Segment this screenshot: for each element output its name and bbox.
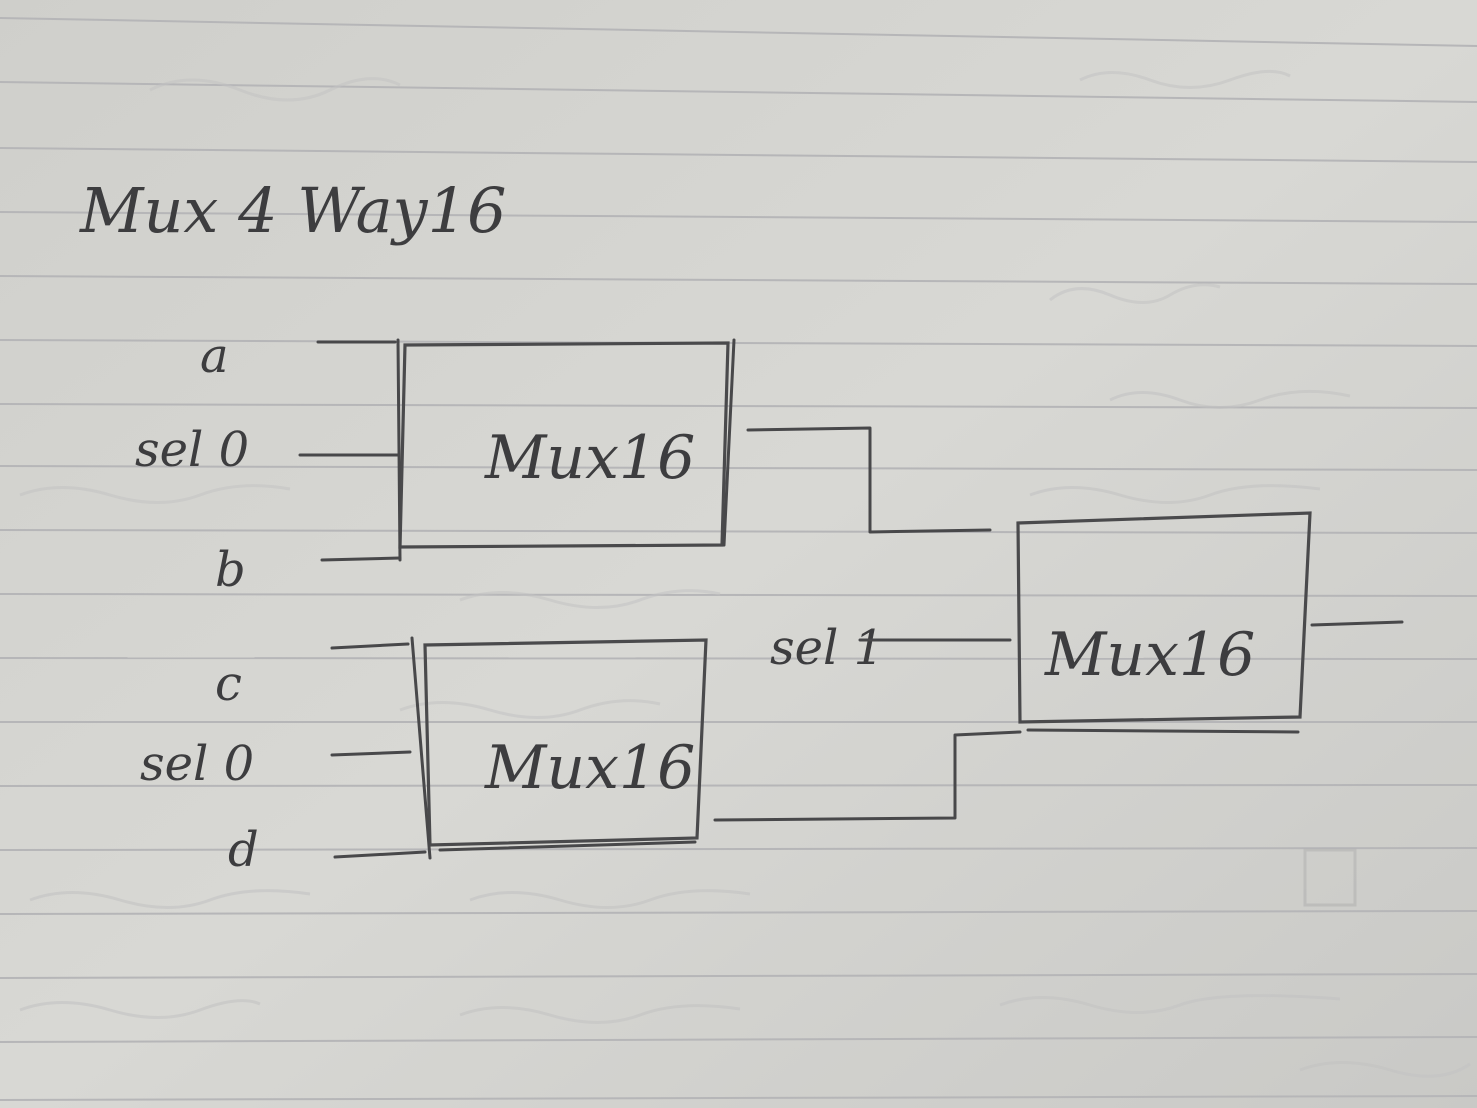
bottom-mux16-block: Mux16 xyxy=(410,636,708,860)
input-c-label: c xyxy=(215,656,242,712)
bottom-sel0-label: sel 0 xyxy=(140,736,254,792)
bottom-mux16-bottom-edge xyxy=(438,840,697,852)
right-mux16-bottom-edge xyxy=(1026,728,1300,734)
bleed-through-marks xyxy=(19,69,1471,1078)
input-a-label: a xyxy=(200,328,229,384)
wire-c xyxy=(330,642,410,650)
wire-top-mux-output xyxy=(746,426,992,534)
wires xyxy=(298,340,1404,859)
wire-b xyxy=(320,556,402,562)
top-mux16-box xyxy=(398,341,730,549)
input-b-label: b xyxy=(215,542,246,598)
top-sel0-label: sel 0 xyxy=(135,422,249,478)
top-mux16-label: Mux16 xyxy=(484,423,695,493)
input-d-label: d xyxy=(228,822,259,878)
top-mux16-block: Mux16 xyxy=(396,338,736,562)
wire-final-output xyxy=(1310,620,1404,627)
wire-bottom-sel0 xyxy=(330,750,412,757)
bottom-mux16-box xyxy=(423,638,708,847)
wire-d xyxy=(333,850,427,859)
bottom-mux16-label: Mux16 xyxy=(484,733,695,803)
top-mux16-left-edge xyxy=(396,338,402,562)
right-mux16-label: Mux16 xyxy=(1044,620,1255,690)
top-mux16-right-edge xyxy=(722,338,736,547)
right-mux16-box xyxy=(1016,511,1312,724)
diagram-title: Mux 4 Way16 xyxy=(79,174,506,247)
right-mux16-block: Mux16 xyxy=(1016,511,1312,734)
ruled-lines xyxy=(0,17,1477,1101)
sel1-label: sel 1 xyxy=(770,620,884,676)
wire-bottom-mux-output xyxy=(713,730,1022,822)
bottom-mux16-left-edge xyxy=(410,636,432,860)
